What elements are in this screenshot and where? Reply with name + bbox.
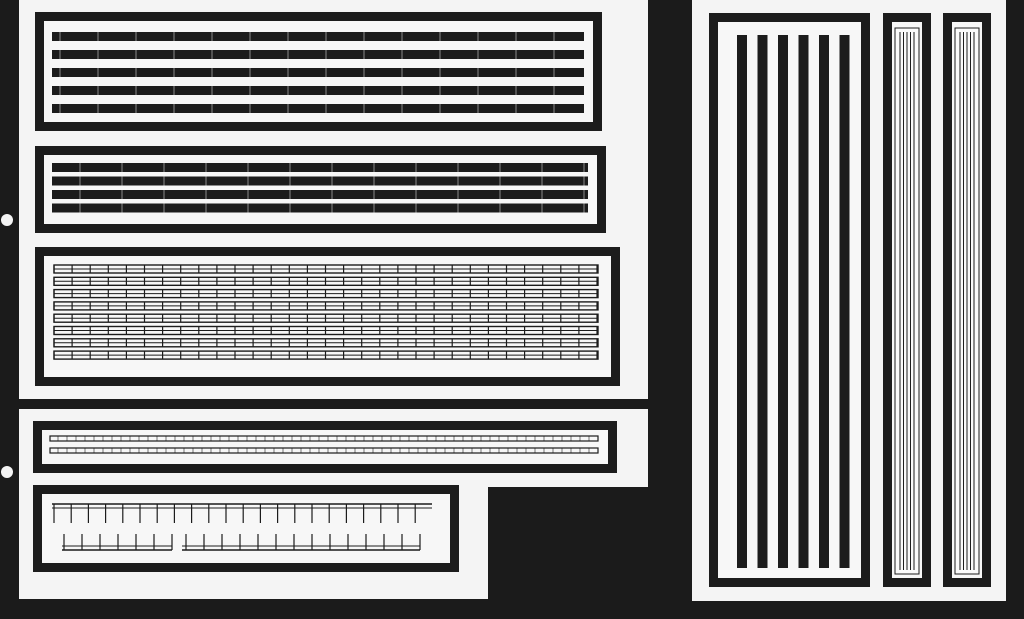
vertical-bar bbox=[839, 35, 850, 568]
punch-hole bbox=[1, 214, 13, 226]
railing-strip bbox=[52, 163, 588, 172]
thin-rail-panel bbox=[33, 421, 617, 473]
railing-strip bbox=[52, 86, 584, 95]
thin-rail bbox=[49, 447, 599, 454]
railing-strip bbox=[52, 50, 584, 59]
railing-strip bbox=[52, 68, 584, 77]
railing-strip bbox=[52, 190, 588, 199]
railing-strip bbox=[52, 203, 588, 213]
vertical-bar bbox=[757, 35, 768, 568]
vertical-bar bbox=[819, 35, 829, 568]
railing-strip-panel bbox=[35, 146, 606, 233]
railing-strip bbox=[52, 104, 584, 113]
vertical-bar bbox=[778, 35, 788, 568]
vertical-bar bbox=[798, 35, 809, 568]
railing-strip bbox=[52, 32, 584, 41]
punch-hole bbox=[1, 466, 13, 478]
thin-rail bbox=[49, 435, 599, 442]
stanchion-panel bbox=[33, 485, 459, 572]
railing-strip bbox=[52, 176, 588, 186]
ladder-grid-panel bbox=[35, 247, 620, 386]
vertical-bar bbox=[737, 35, 747, 568]
